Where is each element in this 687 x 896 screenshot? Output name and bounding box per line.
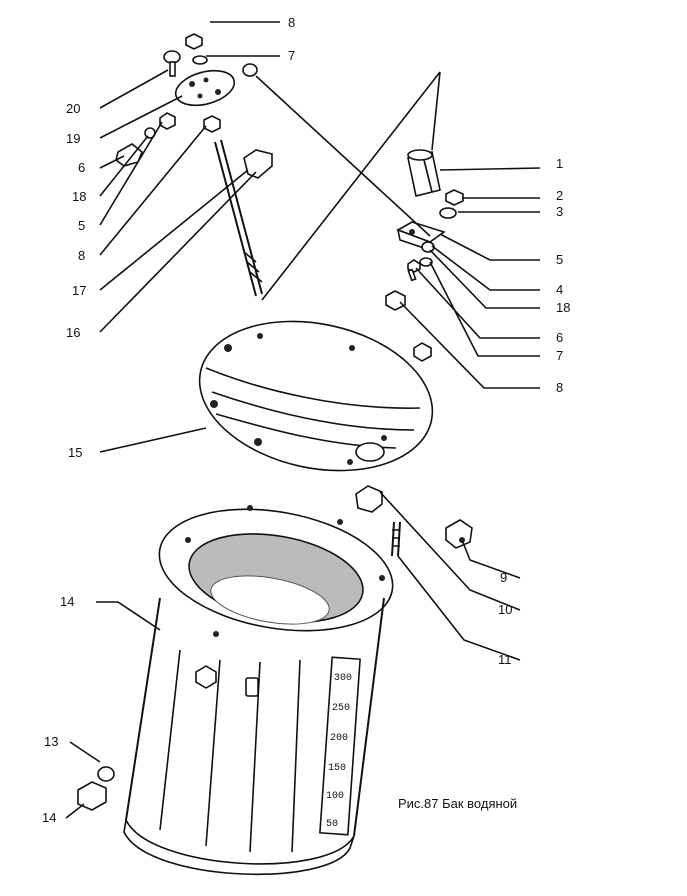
callout-numbers: 8 7 20 19 6 18 5 8 17 16 1 2 3 5 4 18 6 …: [42, 15, 570, 825]
callout-label: 3: [556, 204, 563, 219]
callout-label: 14: [42, 810, 56, 825]
callout-label: 9: [500, 570, 507, 585]
callout-label: 6: [78, 160, 85, 175]
right-float-assembly: [255, 71, 464, 362]
callout-label: 15: [68, 445, 82, 460]
callout-label: 10: [498, 602, 512, 617]
callout-label: 20: [66, 101, 80, 116]
level-scale: 300 250 200 150 100 50: [326, 673, 352, 830]
scale-mark: 50: [326, 819, 338, 830]
scale-mark: 100: [326, 791, 344, 802]
callout-label: 7: [288, 48, 295, 63]
callout-label: 6: [556, 330, 563, 345]
callout-label: 11: [498, 652, 512, 667]
callout-label: 8: [78, 248, 85, 263]
callout-label: 19: [66, 131, 80, 146]
lower-fittings: [77, 485, 473, 811]
callout-label: 18: [72, 189, 86, 204]
callout-label: 14: [60, 594, 74, 609]
top-valve-assembly: [115, 33, 273, 297]
callout-label: 13: [44, 734, 58, 749]
tank-body: [123, 505, 394, 875]
tank-lid-plate: [198, 320, 434, 472]
scale-mark: 150: [328, 763, 346, 774]
callout-label: 5: [78, 218, 85, 233]
callout-label: 7: [556, 348, 563, 363]
callout-label: 4: [556, 282, 563, 297]
callout-label: 2: [556, 188, 563, 203]
callout-label: 8: [556, 380, 563, 395]
callout-label: 16: [66, 325, 80, 340]
scale-mark: 250: [332, 703, 350, 714]
callout-label: 8: [288, 15, 295, 30]
callout-label: 1: [556, 156, 563, 171]
callout-label: 17: [72, 283, 86, 298]
callout-label: 18: [556, 300, 570, 315]
scale-mark: 300: [334, 673, 352, 684]
leader-lines: [65, 21, 541, 819]
scale-mark: 200: [330, 733, 348, 744]
figure-caption: Рис.87 Бак водяной: [398, 796, 517, 811]
callout-label: 5: [556, 252, 563, 267]
